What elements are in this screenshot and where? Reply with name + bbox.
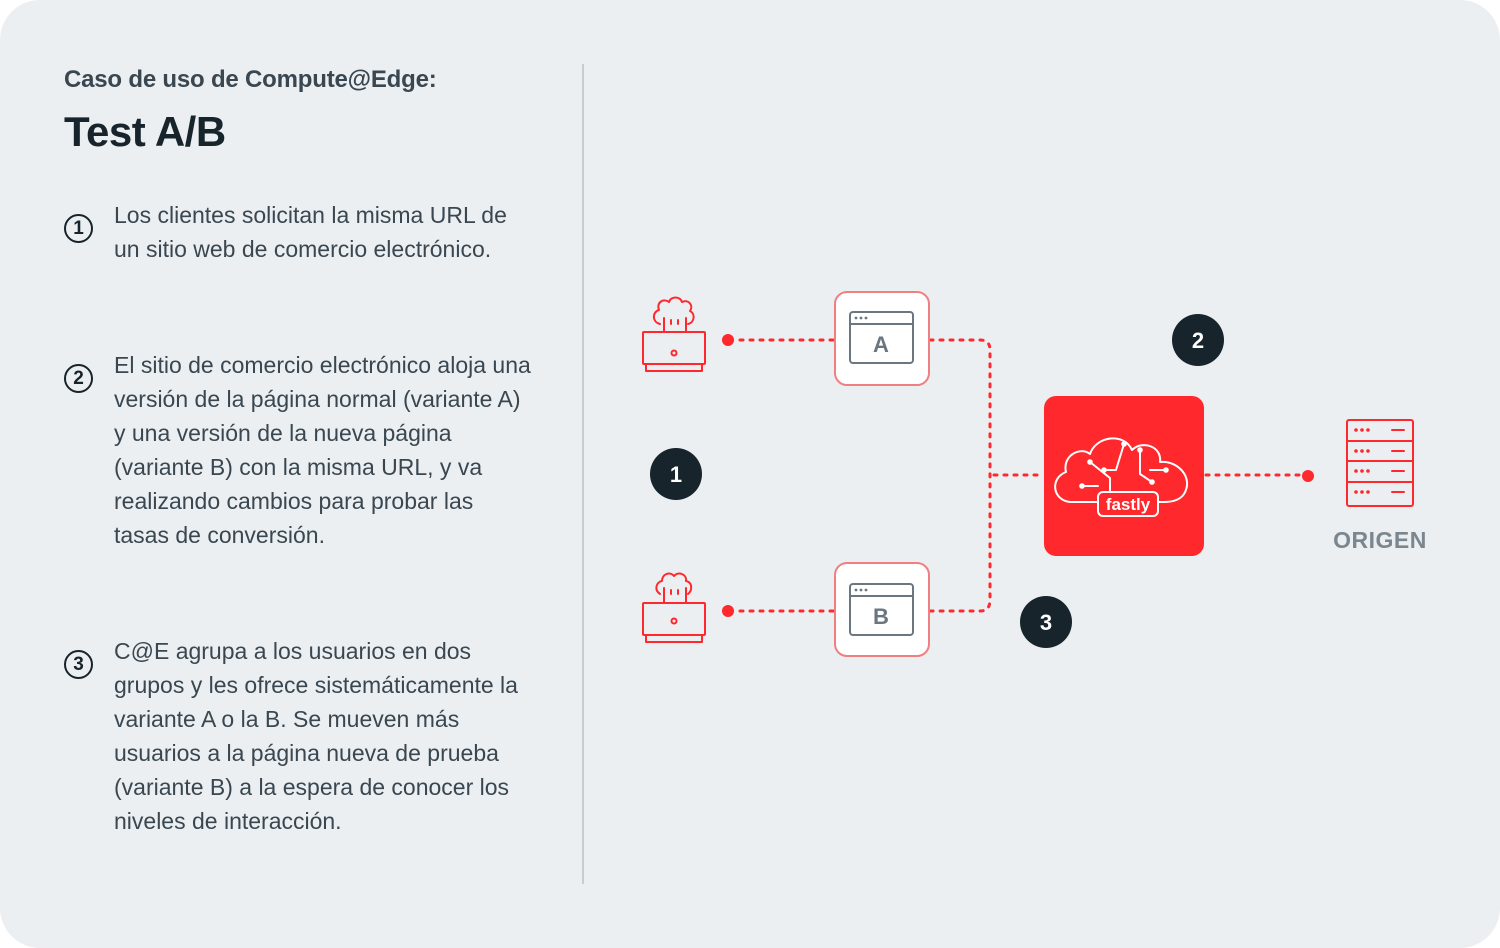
variant-b-box: B — [834, 562, 930, 657]
variant-a-box: A — [834, 291, 930, 386]
badge-2: 2 — [1172, 314, 1224, 366]
connector-dot-b — [722, 605, 734, 617]
divider — [582, 64, 584, 884]
browser-window-icon — [849, 583, 914, 636]
svg-text:3: 3 — [1040, 610, 1052, 635]
badge-1: 1 — [650, 448, 702, 500]
step-number-3: 3 — [64, 650, 93, 679]
fastly-edge-box: fastly — [1044, 396, 1204, 556]
variant-b-label: B — [873, 604, 889, 629]
step-text-3: C@E agrupa a los usuarios en dos grupos … — [114, 638, 518, 834]
variant-a-label: A — [873, 332, 889, 357]
fastly-cloud-icon — [1054, 437, 1188, 503]
svg-text:1: 1 — [670, 462, 682, 487]
step-text-1: Los clientes solicitan la misma URL de u… — [114, 202, 507, 262]
step-number-1: 1 — [64, 214, 93, 243]
server-lights — [1354, 428, 1370, 494]
origin-label: ORIGEN — [1333, 527, 1427, 553]
svg-text:2: 2 — [1192, 328, 1204, 353]
badge-3: 3 — [1020, 596, 1072, 648]
user-laptop-icon — [642, 572, 706, 643]
server-rack-icon — [1346, 419, 1414, 507]
fastly-logo-badge — [1097, 491, 1159, 517]
connector-dot-origin — [1302, 470, 1314, 482]
subtitle: Caso de uso de Compute@Edge: — [64, 66, 437, 93]
connectors — [738, 338, 1302, 613]
page-title: Test A/B — [64, 108, 226, 155]
user-laptop-icon — [642, 296, 706, 372]
connector-dot-a — [722, 334, 734, 346]
fastly-logo-text: fastly — [1106, 495, 1151, 514]
step-text-2: El sitio de comercio electrónico aloja u… — [114, 352, 531, 548]
connector-variants — [928, 338, 992, 613]
step-number-2: 2 — [64, 364, 93, 393]
browser-window-icon — [849, 311, 914, 364]
